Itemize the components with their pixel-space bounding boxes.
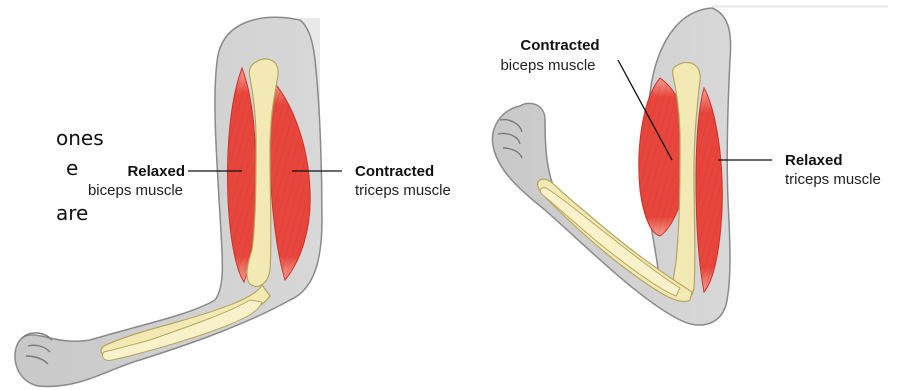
left-triceps-label-title: Contracted — [355, 163, 434, 180]
left-triceps-label-sub: triceps muscle — [355, 182, 451, 199]
right-biceps-label-sub: biceps muscle — [500, 57, 595, 74]
right-triceps-label-sub: triceps muscle — [785, 171, 881, 188]
left-arm-figure — [15, 17, 322, 386]
right-triceps-label-title: Relaxed — [785, 152, 843, 169]
right-top-border — [712, 5, 888, 8]
right-biceps-label-title: Contracted — [520, 37, 599, 54]
left-biceps-label-sub: biceps muscle — [88, 182, 183, 199]
left-biceps-label-title: Relaxed — [127, 163, 185, 180]
